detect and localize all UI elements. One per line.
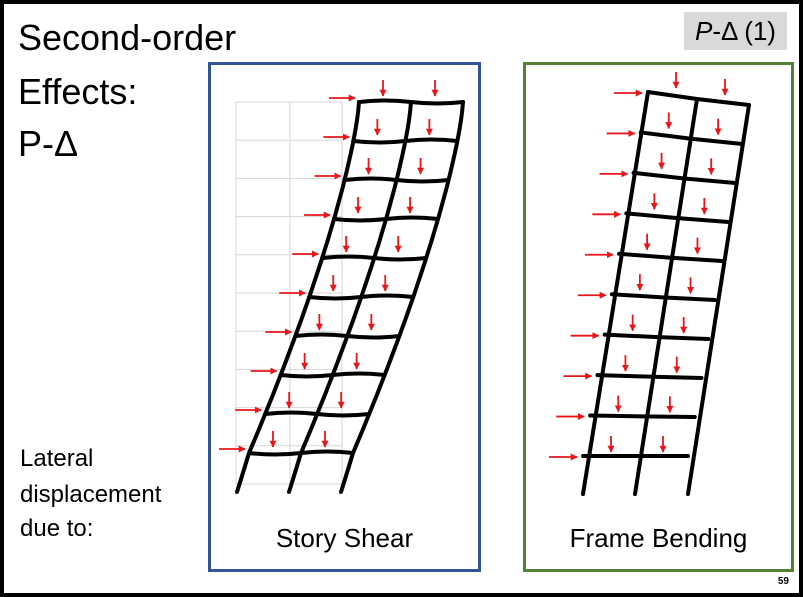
- page-number: 59: [777, 576, 789, 587]
- frame-bending-load-arrows: [549, 72, 729, 461]
- frame-bending-column: [686, 103, 751, 496]
- story-shear-frame: [235, 98, 465, 494]
- story-shear-load-arrows: [219, 80, 439, 453]
- story-shear-column: [287, 100, 413, 494]
- frame-bending-beam: [609, 292, 718, 302]
- frame-bending-beam: [602, 332, 711, 341]
- frame-bending-beam: [638, 130, 745, 146]
- frame-bending-beam: [588, 413, 697, 419]
- title-line-3: P-Δ: [18, 123, 79, 164]
- caption-line-3: due to:: [20, 515, 94, 542]
- story-shear-beam: [320, 254, 429, 262]
- caption-line-2: displacement: [20, 481, 162, 508]
- story-shear-panel: Story Shear: [208, 62, 481, 572]
- story-shear-beam: [342, 176, 451, 184]
- story-shear-beam: [332, 215, 441, 223]
- story-shear-beam: [307, 293, 416, 301]
- frame-bending-label: Frame Bending: [569, 523, 748, 553]
- slide: Second-order Effects: P-Δ P-Δ (1) Latera…: [4, 4, 799, 593]
- story-shear-beam: [278, 371, 387, 379]
- frame-bending-frame: [581, 90, 751, 496]
- slide-tag-badge: P-Δ (1): [684, 12, 787, 50]
- story-shear-beam: [263, 410, 372, 418]
- story-shear-column: [235, 100, 361, 494]
- story-shear-column: [339, 100, 465, 494]
- title-line-1: Second-order: [18, 17, 237, 58]
- frame-bending-beam: [617, 251, 724, 263]
- caption-line-1: Lateral: [20, 445, 94, 472]
- story-shear-beam: [357, 98, 465, 106]
- undeformed-grid: [235, 101, 343, 485]
- frame-bending-beam: [646, 90, 751, 107]
- story-shear-label: Story Shear: [275, 523, 414, 553]
- frame-bending-beam: [595, 373, 704, 380]
- story-shear-beam: [351, 137, 460, 145]
- frame-drawings: [219, 72, 751, 496]
- frame-bending-beam: [624, 211, 731, 224]
- story-shear-beam: [293, 332, 402, 340]
- title-line-2: Effects:: [18, 71, 138, 112]
- badge-rest: -Δ (1): [712, 16, 776, 46]
- frame-bending-panel: Frame Bending: [523, 62, 794, 572]
- frame-bending-beam: [631, 170, 738, 185]
- story-shear-beam: [247, 449, 355, 457]
- badge-italic-p: P: [695, 16, 713, 46]
